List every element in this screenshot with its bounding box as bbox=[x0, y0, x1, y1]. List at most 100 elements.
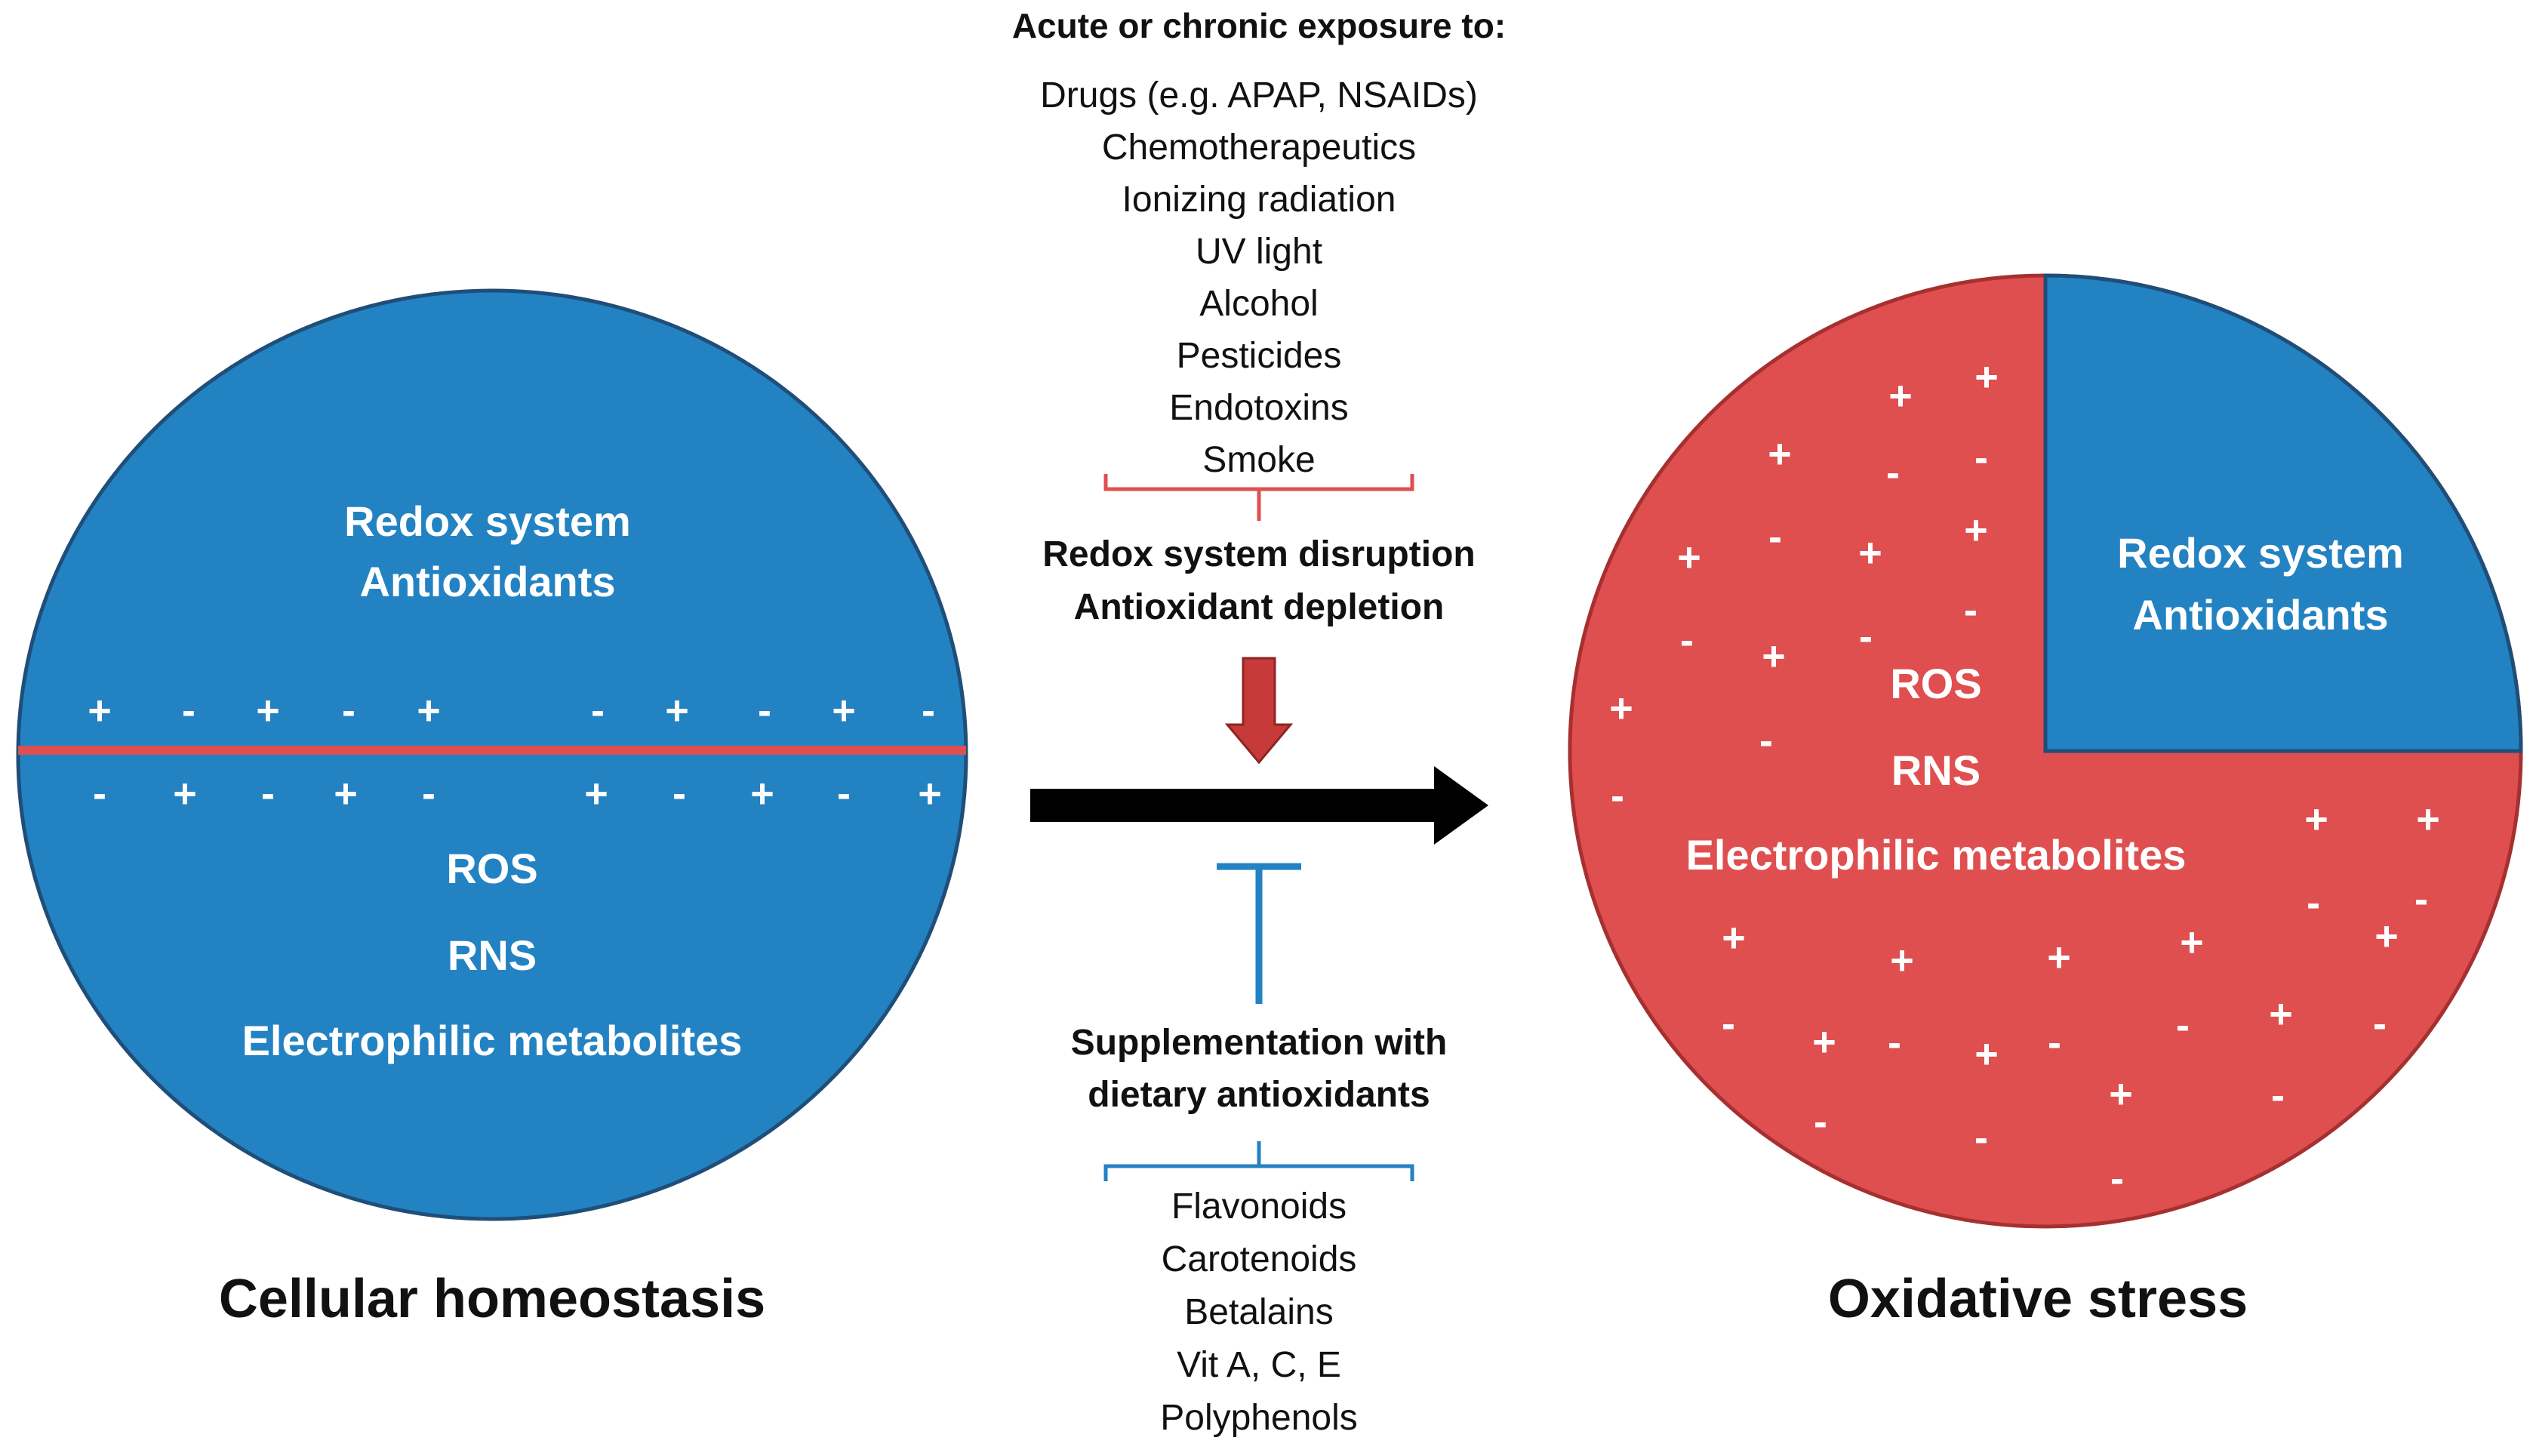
plus-sign: + bbox=[2180, 919, 2204, 965]
plus-sign: + bbox=[1812, 1019, 1836, 1064]
minus-sign: - bbox=[758, 688, 771, 733]
minus-sign: - bbox=[93, 771, 106, 816]
minus-sign: - bbox=[922, 688, 935, 733]
minus-sign: - bbox=[2373, 1001, 2387, 1046]
inhibition-bar bbox=[1217, 863, 1301, 1004]
plus-sign: + bbox=[918, 771, 942, 816]
minus-sign: - bbox=[2176, 1002, 2190, 1048]
plus-sign: + bbox=[173, 771, 197, 816]
minus-sign: - bbox=[1974, 435, 1988, 480]
plus-sign: + bbox=[1974, 1031, 1999, 1076]
antioxidant-item: Carotenoids bbox=[1162, 1239, 1357, 1279]
plus-sign: + bbox=[832, 688, 856, 733]
left-rns-label: RNS bbox=[448, 931, 537, 979]
minus-sign: - bbox=[1722, 1001, 1735, 1046]
plus-sign: + bbox=[256, 688, 280, 733]
plus-sign: + bbox=[417, 688, 441, 733]
disruption-line-2: Antioxidant depletion bbox=[1074, 587, 1445, 627]
minus-sign: - bbox=[1768, 514, 1782, 559]
right-electrophilic-label: Electrophilic metabolites bbox=[1686, 831, 2187, 879]
antioxidant-item: Vit A, C, E bbox=[1177, 1345, 1341, 1385]
plus-sign: + bbox=[334, 771, 358, 816]
minus-sign: - bbox=[2307, 880, 2320, 925]
plus-sign: + bbox=[2374, 913, 2399, 959]
right-circle-signs: +++--+-++-+--+--++--+++++-+-+--+-+---- bbox=[1609, 354, 2440, 1201]
plus-sign: + bbox=[665, 688, 689, 733]
minus-sign: - bbox=[1888, 1020, 1901, 1065]
right-rns-label: RNS bbox=[1891, 746, 1981, 794]
minus-sign: - bbox=[1759, 718, 1773, 763]
plus-sign: + bbox=[2416, 796, 2440, 842]
minus-sign: - bbox=[837, 771, 851, 816]
main-transition-arrow bbox=[1030, 766, 1488, 845]
plus-sign: + bbox=[584, 771, 608, 816]
plus-sign: + bbox=[750, 771, 774, 816]
minus-sign: - bbox=[2271, 1073, 2285, 1118]
left-redox-label: Redox system bbox=[344, 497, 631, 545]
minus-sign: - bbox=[1680, 617, 1694, 663]
antioxidant-item: Flavonoids bbox=[1171, 1187, 1347, 1227]
minus-sign: - bbox=[342, 688, 355, 733]
exposure-item: Chemotherapeutics bbox=[1102, 128, 1416, 168]
left-electrophilic-label: Electrophilic metabolites bbox=[242, 1017, 743, 1064]
plus-sign: + bbox=[1890, 937, 1914, 983]
left-circle: + - + - + - + - + - - + - + - + - + - + bbox=[16, 288, 968, 1221]
supplementation-brace bbox=[1103, 1141, 1414, 1181]
plus-sign: + bbox=[2109, 1071, 2133, 1116]
exposure-item: UV light bbox=[1196, 232, 1322, 272]
plus-sign: + bbox=[2304, 796, 2328, 842]
supplementation-line-1: Supplementation with bbox=[1071, 1023, 1448, 1063]
right-antioxidants-label: Antioxidants bbox=[2132, 591, 2388, 639]
minus-sign: - bbox=[2415, 876, 2428, 922]
plus-sign: + bbox=[88, 688, 112, 733]
antioxidant-item: Polyphenols bbox=[1160, 1398, 1358, 1438]
minus-sign: - bbox=[422, 771, 436, 816]
disruption-down-arrow bbox=[1224, 657, 1294, 765]
left-antioxidants-label: Antioxidants bbox=[359, 558, 615, 605]
supplementation-line-2: dietary antioxidants bbox=[1088, 1075, 1430, 1115]
exposure-item: Alcohol bbox=[1199, 284, 1318, 324]
plus-sign: + bbox=[1888, 373, 1913, 418]
minus-sign: - bbox=[1859, 614, 1873, 659]
left-circle-signs: + - + - + - + - + - - + - + - + - + - + bbox=[88, 688, 942, 816]
minus-sign: - bbox=[261, 771, 275, 816]
minus-sign: - bbox=[1974, 1115, 1988, 1160]
exposure-item: Drugs (e.g. APAP, NSAIDs) bbox=[1040, 75, 1478, 115]
plus-sign: + bbox=[1974, 354, 1999, 399]
minus-sign: - bbox=[182, 688, 195, 733]
minus-sign: - bbox=[1611, 773, 1624, 818]
exposure-brace bbox=[1103, 474, 1414, 521]
plus-sign: + bbox=[1768, 431, 1792, 476]
minus-sign: - bbox=[1964, 587, 1977, 633]
minus-sign: - bbox=[1814, 1099, 1827, 1144]
right-circle-quadrant bbox=[2043, 273, 2523, 753]
antioxidant-item: Betalains bbox=[1184, 1292, 1333, 1332]
minus-sign: - bbox=[1886, 450, 1900, 495]
left-ros-label: ROS bbox=[446, 845, 537, 892]
plus-sign: + bbox=[1722, 915, 1746, 960]
plus-sign: + bbox=[1964, 507, 1988, 553]
exposure-item: Smoke bbox=[1202, 440, 1315, 480]
exposure-item: Ionizing radiation bbox=[1122, 180, 1396, 220]
right-ros-label: ROS bbox=[1890, 660, 1981, 707]
plus-sign: + bbox=[1609, 685, 1633, 731]
right-circle: +++--+-++-+--+--++--+++++-+-+--+-+---- bbox=[1568, 273, 2523, 1229]
plus-sign: + bbox=[1858, 530, 1882, 575]
right-redox-label: Redox system bbox=[2117, 529, 2404, 577]
minus-sign: - bbox=[2110, 1156, 2124, 1201]
exposure-list: Drugs (e.g. APAP, NSAIDs) Chemotherapeuti… bbox=[1040, 75, 1478, 480]
plus-sign: + bbox=[2269, 991, 2293, 1036]
right-caption: Oxidative stress bbox=[1828, 1269, 2248, 1329]
plus-sign: + bbox=[1762, 633, 1786, 679]
plus-sign: + bbox=[1677, 534, 1701, 580]
minus-sign: - bbox=[672, 771, 686, 816]
left-caption: Cellular homeostasis bbox=[219, 1269, 765, 1329]
minus-sign: - bbox=[591, 688, 605, 733]
plus-sign: + bbox=[2047, 934, 2071, 980]
exposure-item: Pesticides bbox=[1177, 336, 1342, 376]
exposure-item: Endotoxins bbox=[1169, 388, 1349, 428]
minus-sign: - bbox=[2048, 1020, 2061, 1065]
